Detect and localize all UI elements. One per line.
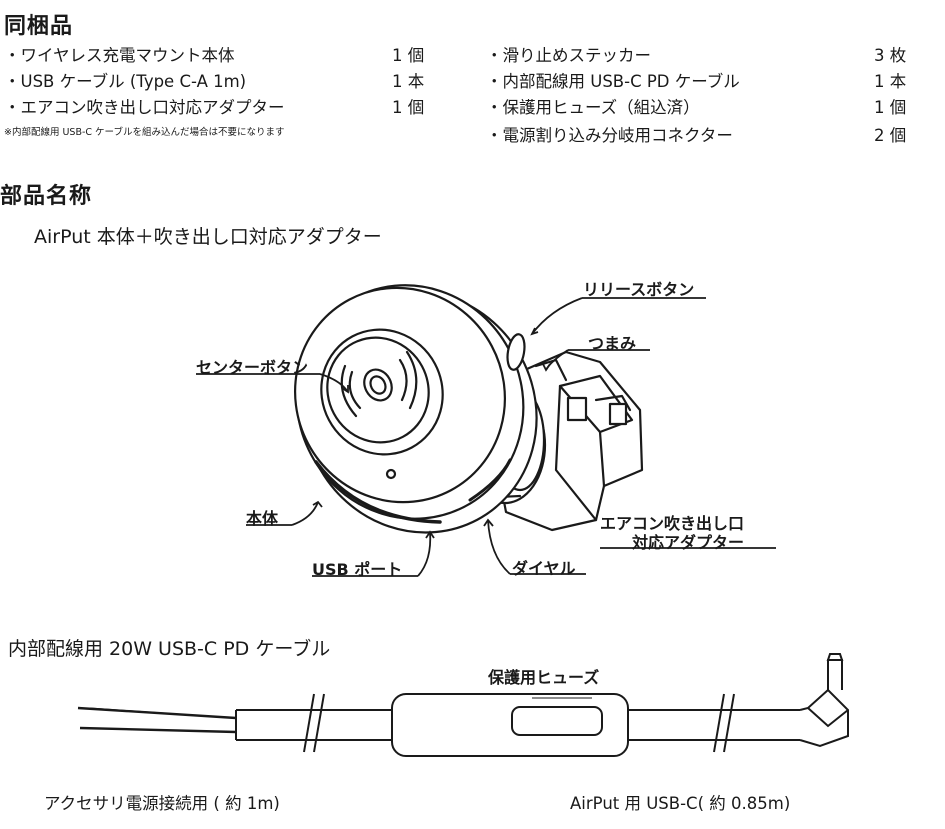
contents-left-item-3: ・エアコン吹き出し口対応アダプター	[4, 98, 285, 117]
contents-right-item-3: ・保護用ヒューズ（組込済）	[486, 98, 700, 117]
contents-left-item-2: ・USB ケーブル (Type C-A 1m)	[4, 72, 247, 91]
contents-left-qty-1: 1 個	[392, 46, 425, 65]
contents-right-item-4: ・電源割り込み分岐用コネクター	[486, 126, 733, 145]
cable-left-caption: アクセサリ電源接続用 ( 約 1m)	[44, 794, 280, 813]
label-adapter-line1: エアコン吹き出し口	[600, 514, 745, 533]
main-body-shape	[294, 284, 538, 534]
parts-title: 部品名称	[0, 184, 93, 209]
cable-right-caption: AirPut 用 USB-C( 約 0.85m)	[570, 794, 791, 813]
contents-left-item-1: ・ワイヤレス充電マウント本体	[4, 46, 235, 65]
label-body: 本体	[246, 509, 279, 528]
cable-title: 内部配線用 20W USB-C PD ケーブル	[8, 638, 331, 660]
contents-right-qty-2: 1 本	[874, 72, 907, 91]
cable-illustration	[77, 653, 849, 757]
contents-right-qty-3: 1 個	[874, 98, 907, 117]
label-fuse: 保護用ヒューズ	[488, 668, 600, 687]
contents-left-qty-2: 1 本	[392, 72, 425, 91]
label-release-button: リリースボタン	[583, 280, 695, 299]
parts-subtitle: AirPut 本体＋吹き出し口対応アダプター	[34, 226, 382, 248]
contents-title: 同梱品	[4, 14, 74, 39]
label-usb-port: USB ポート	[312, 560, 403, 579]
label-dial: ダイヤル	[512, 559, 576, 578]
contents-right-qty-1: 3 枚	[874, 46, 907, 65]
label-knob: つまみ	[588, 334, 637, 353]
label-center-button: センターボタン	[196, 358, 309, 377]
contents-note: ※内部配線用 USB-C ケーブルを組み込んだ場合は不要になります	[4, 127, 285, 138]
contents-right-item-2: ・内部配線用 USB-C PD ケーブル	[486, 72, 740, 91]
contents-right-qty-4: 2 個	[874, 126, 907, 145]
contents-right-item-1: ・滑り止めステッカー	[486, 46, 651, 65]
contents-left-qty-3: 1 個	[392, 98, 425, 117]
label-adapter-line2: 対応アダプター	[632, 533, 745, 552]
